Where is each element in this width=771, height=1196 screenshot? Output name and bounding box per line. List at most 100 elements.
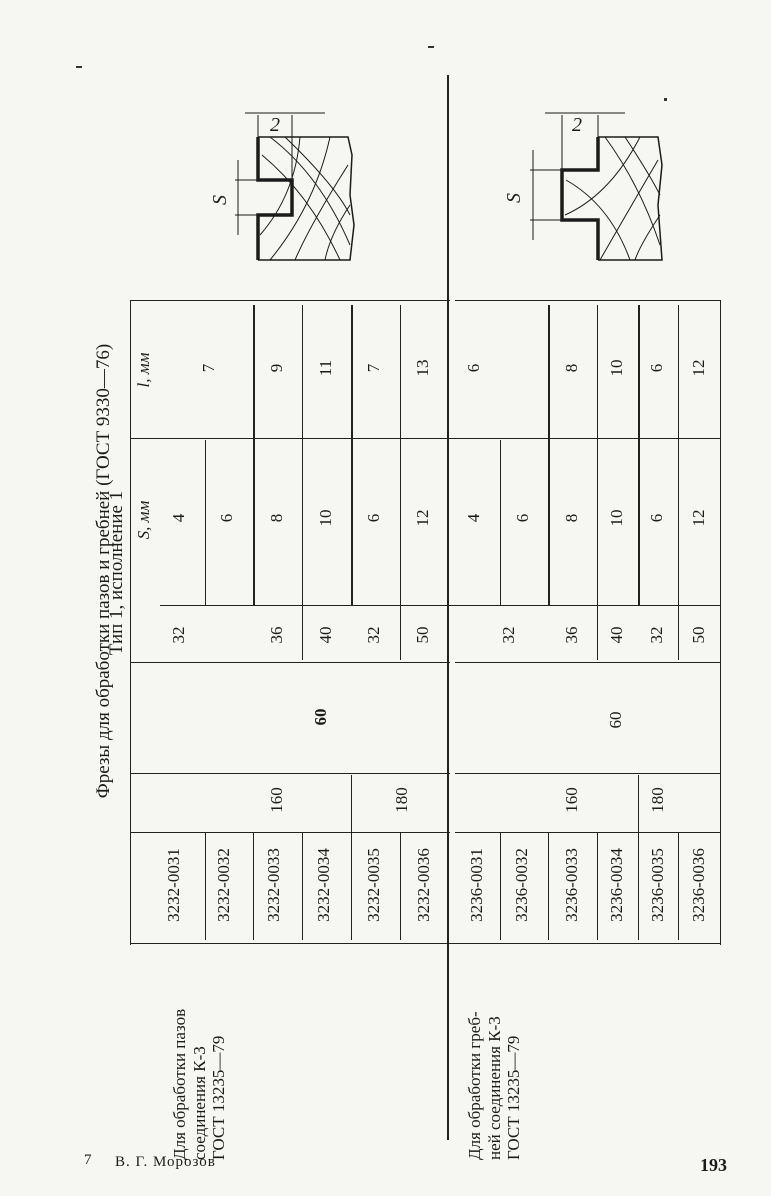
d1-cell: 160 — [562, 787, 581, 813]
code-cell: 3232-0034 — [314, 848, 333, 922]
page-subtitle: Тип 1, исполнение 1 — [106, 490, 127, 656]
code-cell: 3236-0036 — [689, 848, 708, 922]
b-cell: 32 — [169, 626, 188, 644]
s-cell: 4 — [464, 513, 483, 523]
row-rule — [400, 832, 401, 940]
row-rule — [548, 305, 550, 605]
l-cell: 7 — [364, 363, 383, 373]
s-cell: 6 — [364, 513, 383, 523]
row-rule — [500, 832, 501, 940]
row-rule — [597, 832, 598, 940]
s-cell: 12 — [689, 509, 708, 527]
table-rule — [455, 832, 720, 833]
row-rule — [351, 775, 352, 940]
b-cell: 32 — [499, 626, 518, 644]
d2-cell: 60 — [311, 708, 330, 726]
code-cell: 3232-0036 — [414, 848, 433, 922]
code-cell: 3236-0035 — [648, 848, 667, 922]
section-divider — [447, 75, 449, 1140]
l-cell: 8 — [562, 363, 581, 373]
s-cell: 6 — [647, 513, 666, 523]
header-l: l, мм — [134, 352, 153, 388]
row-rule — [302, 305, 303, 660]
b-cell: 40 — [607, 626, 626, 644]
l-cell: 9 — [267, 363, 286, 373]
b-cell: 50 — [689, 626, 708, 644]
code-cell: 3236-0031 — [467, 848, 486, 922]
s-cell: 6 — [513, 513, 532, 523]
s-cell: 10 — [607, 509, 626, 527]
d2-cell: 60 — [606, 711, 625, 729]
diagram-dim-side: S — [209, 195, 231, 205]
table-rule — [130, 300, 450, 301]
b-cell: 32 — [647, 626, 666, 644]
l-cell: 13 — [413, 359, 432, 377]
s-cell: 8 — [562, 513, 581, 523]
group-label: Для обработки греб- ней соединения К-3 Г… — [465, 1011, 524, 1160]
row-rule — [678, 832, 679, 940]
s-cell: 10 — [316, 509, 335, 527]
l-cell: 12 — [689, 359, 708, 377]
row-rule — [638, 305, 640, 605]
b-cell: 32 — [364, 626, 383, 644]
row-rule — [500, 440, 501, 605]
scan-mark — [76, 66, 82, 68]
code-cell: 3236-0034 — [607, 848, 626, 922]
row-rule — [638, 775, 639, 940]
s-cell: 6 — [217, 513, 236, 523]
row-rule — [205, 832, 206, 940]
diagram-dim-top: 2 — [572, 114, 582, 136]
l-cell: 11 — [316, 359, 335, 377]
table-rule — [455, 662, 720, 663]
table-rule — [130, 832, 450, 833]
row-rule — [678, 305, 679, 660]
d1-cell: 180 — [648, 787, 667, 813]
footer-page-right: 193 — [700, 1155, 727, 1175]
l-cell: 6 — [464, 363, 483, 373]
row-rule — [351, 305, 353, 605]
table-border-bottom — [720, 300, 721, 945]
table-rule — [130, 300, 131, 302]
row-rule — [302, 832, 303, 940]
table-rule — [130, 662, 450, 663]
s-cell: 4 — [169, 513, 188, 523]
footer-page-left: 7 — [84, 1152, 92, 1168]
row-rule — [253, 832, 254, 940]
b-cell: 36 — [562, 626, 581, 644]
table-rule — [160, 605, 720, 606]
code-cell: 3232-0035 — [364, 848, 383, 922]
diagram-dim-side: S — [503, 193, 525, 203]
scan-mark — [428, 46, 434, 48]
table-rule — [130, 943, 720, 944]
row-rule — [597, 305, 598, 660]
ridge-diagram: 2 S — [503, 112, 663, 261]
table-rule — [455, 773, 720, 774]
code-cell: 3232-0032 — [214, 848, 233, 922]
s-cell: 12 — [413, 509, 432, 527]
diagram-dim-top: 2 — [270, 114, 280, 136]
slot-diagram: 2 S — [209, 112, 355, 261]
code-cell: 3232-0031 — [164, 848, 183, 922]
b-cell: 40 — [316, 626, 335, 644]
row-rule — [400, 305, 401, 660]
table-rule — [130, 773, 450, 774]
code-cell: 3236-0033 — [562, 848, 581, 922]
l-cell: 6 — [647, 363, 666, 373]
d1-cell: 180 — [392, 787, 411, 813]
b-cell: 36 — [267, 626, 286, 644]
row-rule — [548, 832, 549, 940]
header-s: S, мм — [134, 500, 153, 540]
table-rule — [130, 438, 720, 439]
group-label: Для обработки пазов соединения К-3 ГОСТ … — [170, 1008, 229, 1160]
d1-cell: 160 — [267, 787, 286, 813]
b-cell: 50 — [413, 626, 432, 644]
row-rule — [205, 440, 206, 605]
l-cell: 7 — [199, 363, 218, 373]
l-cell: 10 — [607, 359, 626, 377]
footer-author: В. Г. Морозов — [115, 1154, 216, 1170]
scan-mark — [664, 98, 667, 101]
row-rule — [253, 305, 255, 605]
table-border-top — [130, 300, 131, 945]
code-cell: 3236-0032 — [512, 848, 531, 922]
table-rule — [455, 300, 720, 301]
